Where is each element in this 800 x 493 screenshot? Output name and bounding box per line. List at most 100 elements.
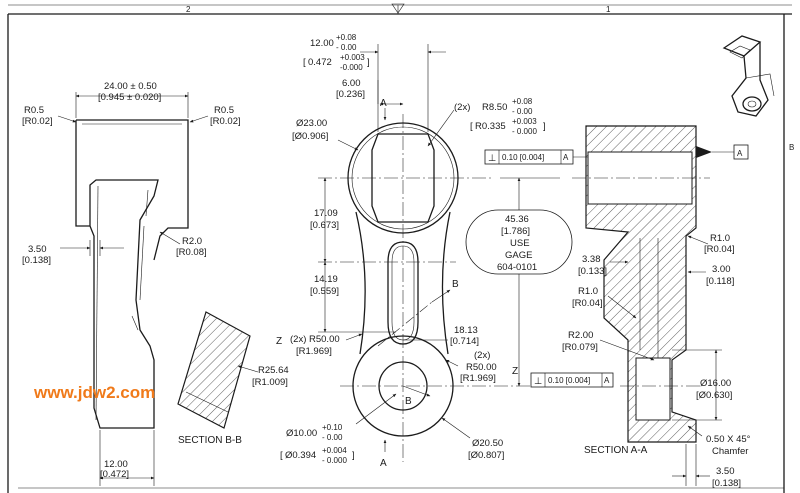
dim-aa-350-inch: [0.138]: [712, 478, 741, 489]
dim-width-24-inch: [0.945 ± 0.020]: [98, 92, 161, 103]
dim-aa-chamfer-word: Chamfer: [712, 446, 748, 457]
dim-1813: 18.13: [454, 325, 478, 336]
perp1-tolerance: 0.10 [0.004]: [502, 153, 544, 162]
dim-r850-bracket-l: [: [470, 121, 473, 132]
section-aa-title: SECTION A-A: [584, 445, 648, 456]
dim-dia10-bracket-r: ]: [352, 450, 355, 461]
dim-r850: R8.50: [482, 102, 507, 113]
dim-slot-12-tol-up: +0.08: [336, 33, 357, 42]
dim-base-12: 12.00: [104, 459, 128, 470]
dim-1419-inch: [0.559]: [310, 286, 339, 297]
center-b-label: B: [405, 396, 412, 407]
dim-dia10-inch-up: +0.004: [322, 446, 347, 455]
dim-wall-350: 3.50: [28, 244, 47, 255]
dim-1709: 17.09: [314, 208, 338, 219]
dim-aa-300-inch: [0.118]: [706, 276, 734, 287]
dim-r850-count: (2x): [454, 102, 470, 113]
section-bb-title: SECTION B-B: [178, 435, 242, 446]
sheet-border: [7, 3, 792, 493]
dim-r20-inch: [R0.08]: [176, 247, 207, 258]
dim-aa-dia16-inch: [Ø0.630]: [696, 390, 732, 401]
dim-aa-chamfer: 0.50 X 45°: [706, 434, 751, 445]
dim-slot-12-inch-dn: -0.000: [340, 63, 363, 72]
front-view-geometry: [318, 114, 560, 462]
use-gage-callout: [465, 177, 573, 387]
dim-aa-r1-top: R1.0: [710, 233, 730, 244]
perpendicularity-frame-2: ⊥ 0.10 [0.004] A: [530, 372, 614, 388]
cut-a-bottom: A: [380, 458, 387, 469]
dim-flat-6-inch: [0.236]: [336, 89, 365, 100]
dim-dia20: Ø20.50: [472, 438, 503, 449]
perp2-tolerance: 0.10 [0.004]: [548, 376, 590, 385]
dim-dia10-tol-dn: - 0.00: [322, 433, 343, 442]
dim-aa-338-inch: [0.133]: [578, 266, 607, 277]
gage-use: USE: [510, 238, 530, 249]
dim-base-12-inch: [0.472]: [100, 469, 129, 480]
dim-slot-12-inch: 0.472: [308, 57, 332, 68]
dim-r2564: R25.64: [258, 365, 289, 376]
dim-dia10: Ø10.00: [286, 428, 317, 439]
perp2-datum: A: [604, 376, 610, 385]
dim-r50-right: R50.00: [466, 362, 497, 373]
dim-r50-right-inch: [R1.969]: [460, 373, 496, 384]
dim-dia23-inch: [Ø0.906]: [292, 131, 328, 142]
datum-a-label: A: [737, 149, 743, 158]
dim-aa-r2: R2.00: [568, 330, 593, 341]
dim-r05-right: R0.5: [214, 105, 234, 116]
zone-label-b: B: [789, 143, 794, 152]
dim-aa-r2-inch: [R0.079]: [562, 342, 598, 353]
dim-aa-338: 3.38: [582, 254, 601, 265]
dim-dia10-bracket-l: [: [280, 450, 283, 461]
dim-flat-6: 6.00: [342, 78, 361, 89]
perp1-datum: A: [563, 153, 569, 162]
dim-1709-inch: [0.673]: [310, 220, 339, 231]
z-mark-left: Z: [276, 336, 282, 347]
dim-slot-12: 12.00: [310, 38, 334, 49]
side-view-geometry: [75, 119, 189, 429]
dim-aa-dia16: Ø16.00: [700, 378, 731, 389]
dim-aa-r1-top-inch: [R0.04]: [704, 244, 735, 255]
perp1-symbol: ⊥: [488, 153, 496, 164]
dim-1813-inch: [0.714]: [450, 336, 479, 347]
zone-label-2: 2: [186, 5, 191, 14]
watermark: www.jdw2.com: [33, 383, 155, 402]
dim-1419: 14.19: [314, 274, 338, 285]
dim-dia10-inch: Ø0.394: [285, 450, 316, 461]
dim-dia10-inch-dn: - 0.000: [322, 456, 347, 465]
perpendicularity-frame-1: ⊥ 0.10 [0.004] A: [484, 149, 590, 165]
dim-aa-300: 3.00: [712, 264, 731, 275]
dim-r2564-inch: [R1.009]: [252, 377, 288, 388]
gage-dim-nom: 45.36: [505, 214, 529, 225]
dim-aa-350: 3.50: [716, 466, 735, 477]
dim-r850-bracket-r: ]: [543, 121, 546, 132]
dim-slot-12-inch-up: +0.003: [340, 53, 365, 62]
dim-aa-r1-bot-inch: [R0.04]: [572, 298, 603, 309]
gage-number: 604-0101: [497, 262, 537, 273]
section-bb-geometry: [177, 311, 251, 429]
dim-r05-left-inch: [R0.02]: [22, 116, 53, 127]
dim-slot-12-tol-dn: - 0.00: [336, 43, 357, 52]
dim-slot-12-bracket-l: [: [303, 57, 306, 68]
cut-a-top: A: [380, 98, 387, 109]
dim-r05-left: R0.5: [24, 105, 44, 116]
dim-r850-inch-up: +0.003: [512, 117, 537, 126]
dim-r20: R2.0: [182, 236, 202, 247]
gage-word: GAGE: [505, 250, 532, 261]
dim-r850-inch: R0.335: [475, 121, 506, 132]
dim-r850-inch-dn: - 0.000: [512, 127, 537, 136]
gage-dim-inch: [1.786]: [501, 226, 530, 237]
dim-width-24: 24.00 ± 0.50: [104, 81, 157, 92]
dim-r50-right-count: (2x): [474, 350, 490, 361]
z-mark-right: Z: [512, 366, 518, 377]
perp2-symbol: ⊥: [534, 376, 542, 387]
dim-r850-tol-up: +0.08: [512, 97, 533, 106]
dim-dia23: Ø23.00: [296, 118, 327, 129]
isometric-thumbnail: [722, 35, 775, 117]
dim-slot-12-bracket-r: ]: [367, 57, 370, 68]
dim-aa-r1-bot: R1.0: [578, 286, 598, 297]
zone-label-1: 1: [606, 5, 611, 14]
dim-r05-right-inch: [R0.02]: [210, 116, 241, 127]
dim-wall-350-inch: [0.138]: [22, 255, 51, 266]
dim-r850-tol-dn: - 0.00: [512, 107, 533, 116]
